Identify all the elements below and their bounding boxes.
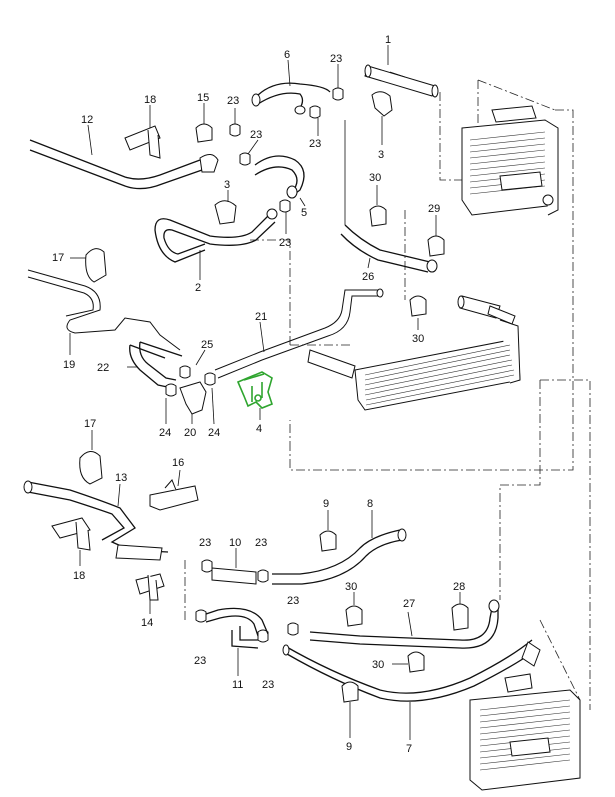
callout-2: 2 <box>195 282 201 294</box>
connector-20 <box>165 349 216 425</box>
callout-labels: 1 6 23 18 15 23 23 23 12 3 3 5 23 30 29 … <box>52 34 465 755</box>
callout-3: 3 <box>224 179 230 191</box>
bracket-14 <box>135 573 165 614</box>
callout-7: 7 <box>406 743 412 755</box>
callout-21: 21 <box>255 311 267 323</box>
bracket-18-upper <box>124 105 161 159</box>
hose-26 <box>340 120 438 273</box>
callout-1: 1 <box>385 34 391 46</box>
callout-16: 16 <box>172 457 184 469</box>
callout-8: 8 <box>367 498 373 510</box>
callout-25: 25 <box>201 339 213 351</box>
bracket-16 <box>149 469 199 511</box>
callout-9: 9 <box>323 498 329 510</box>
callout-24: 24 <box>208 427 220 439</box>
clips-right <box>369 185 445 330</box>
reference-lines <box>184 79 591 710</box>
callout-20: 20 <box>184 427 196 439</box>
hose-6 <box>251 59 331 115</box>
callout-23: 23 <box>199 537 211 549</box>
hose-1 <box>364 45 439 98</box>
callout-26: 26 <box>362 271 374 283</box>
hose-7 <box>282 639 541 740</box>
clips-lower <box>345 592 469 673</box>
callout-30: 30 <box>412 333 424 345</box>
callout-23: 23 <box>194 655 206 667</box>
callout-15: 15 <box>197 92 209 104</box>
clip-9-middle <box>319 510 337 552</box>
callout-17: 17 <box>84 418 96 430</box>
clip-17-lower <box>79 430 103 485</box>
callout-30: 30 <box>369 172 381 184</box>
bracket-18-lower <box>51 517 91 566</box>
callout-5: 5 <box>301 207 307 219</box>
callout-24: 24 <box>159 427 171 439</box>
hose-8 <box>272 510 407 585</box>
clamp-3-upper <box>371 91 393 145</box>
clamps-23 <box>195 64 344 643</box>
callout-10: 10 <box>229 537 241 549</box>
clamp-3-middle <box>214 190 237 225</box>
radiator-middle <box>307 305 521 411</box>
callout-23: 23 <box>262 679 274 691</box>
callout-29: 29 <box>428 203 440 215</box>
callout-6: 6 <box>284 49 290 61</box>
callout-19: 19 <box>63 359 75 371</box>
callout-11: 11 <box>232 679 243 691</box>
bracket-4-highlighted <box>236 371 273 420</box>
hose-19 <box>27 269 181 355</box>
callout-23: 23 <box>330 53 342 65</box>
callout-28: 28 <box>453 581 465 593</box>
callout-23: 23 <box>227 95 239 107</box>
callout-18: 18 <box>73 570 85 582</box>
callout-23: 23 <box>279 237 291 249</box>
hose-13 <box>23 480 169 561</box>
hose-10 <box>211 548 257 585</box>
callout-9: 9 <box>346 741 352 753</box>
callout-23: 23 <box>255 537 267 549</box>
hose-2 <box>154 208 278 280</box>
callout-13: 13 <box>115 472 127 484</box>
hose-27 <box>309 599 500 649</box>
hose-11 <box>205 607 269 676</box>
callout-30: 30 <box>372 659 384 671</box>
callout-23: 23 <box>309 138 321 150</box>
hose-21 <box>214 288 384 379</box>
callout-30: 30 <box>345 581 357 593</box>
callout-27: 27 <box>403 598 415 610</box>
callout-22: 22 <box>97 362 109 374</box>
callout-3: 3 <box>378 149 384 161</box>
callout-17: 17 <box>52 252 64 264</box>
radiator-upper <box>461 105 559 216</box>
callout-23: 23 <box>250 129 262 141</box>
callout-12: 12 <box>81 114 93 126</box>
clip-17-upper <box>70 248 107 283</box>
clamp-15 <box>195 103 213 143</box>
radiator-lower <box>469 673 581 791</box>
callout-4: 4 <box>256 423 262 435</box>
hose-12 <box>29 124 219 190</box>
hose-5 <box>254 155 306 207</box>
callout-23: 23 <box>287 595 299 607</box>
radiator-middle-fins <box>364 344 515 406</box>
callout-14: 14 <box>141 617 153 629</box>
hose-22 <box>127 341 183 389</box>
callout-18: 18 <box>144 94 156 106</box>
clip-9-lower <box>341 681 359 738</box>
